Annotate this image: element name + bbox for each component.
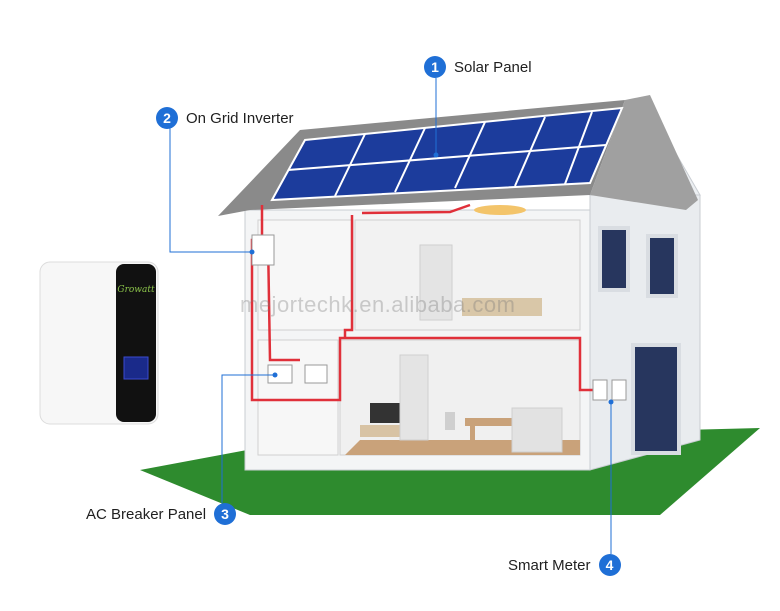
ceiling-light	[474, 205, 526, 215]
leader-dot-4	[608, 399, 614, 405]
dining-table	[465, 418, 527, 426]
lower-door	[399, 354, 429, 441]
callout-solar-panel: 1 Solar Panel	[424, 56, 532, 78]
watermark: mejortechk.en.alibaba.com	[240, 292, 516, 317]
bed	[462, 298, 542, 316]
kitchen-counter	[511, 407, 563, 453]
dining-chair	[470, 426, 475, 454]
panel-divider	[334, 133, 366, 197]
leader-dot-1	[433, 152, 439, 158]
inverter-display	[123, 356, 149, 380]
callout-label: Smart Meter	[508, 556, 591, 574]
callout-ac-breaker-panel: AC Breaker Panel 3	[86, 503, 237, 525]
side-window	[646, 234, 678, 298]
leader-line-2	[169, 128, 252, 253]
plant-pot	[445, 412, 455, 430]
callout-on-grid-inverter: 2 On Grid Inverter	[156, 107, 294, 129]
inverter-product-panel	[116, 264, 156, 422]
callout-number: 4	[598, 554, 621, 576]
wall-inverter	[251, 234, 275, 266]
meter-box	[592, 379, 608, 401]
roof-side	[590, 95, 698, 210]
panel-divider	[287, 144, 607, 171]
panel-divider	[454, 121, 486, 189]
solar-array	[270, 106, 624, 202]
panel-divider	[514, 116, 546, 187]
sliding-door	[631, 343, 681, 455]
leader-line-3	[221, 374, 275, 503]
tv	[370, 403, 402, 423]
upper-door	[419, 244, 453, 321]
breaker-box	[267, 364, 293, 384]
callout-number: 2	[156, 107, 178, 129]
wiring	[361, 203, 471, 215]
leader-dot-2	[249, 249, 255, 255]
callout-label: AC Breaker Panel	[86, 505, 207, 523]
wiring	[266, 239, 300, 362]
panel-divider	[394, 127, 426, 193]
callout-label: On Grid Inverter	[186, 109, 294, 127]
upper-left-room	[257, 219, 354, 331]
breaker-box	[304, 364, 328, 384]
callout-number: 3	[214, 503, 237, 525]
leader-dot-3	[272, 372, 278, 378]
callout-label: Solar Panel	[454, 58, 532, 76]
wiring	[343, 215, 354, 338]
callout-smart-meter: Smart Meter 4	[508, 554, 621, 576]
panel-divider	[564, 111, 593, 185]
meter-box	[611, 379, 627, 401]
inverter-brand-logo: Growatt	[117, 285, 155, 295]
callout-number: 1	[424, 56, 446, 78]
side-window	[598, 226, 630, 292]
